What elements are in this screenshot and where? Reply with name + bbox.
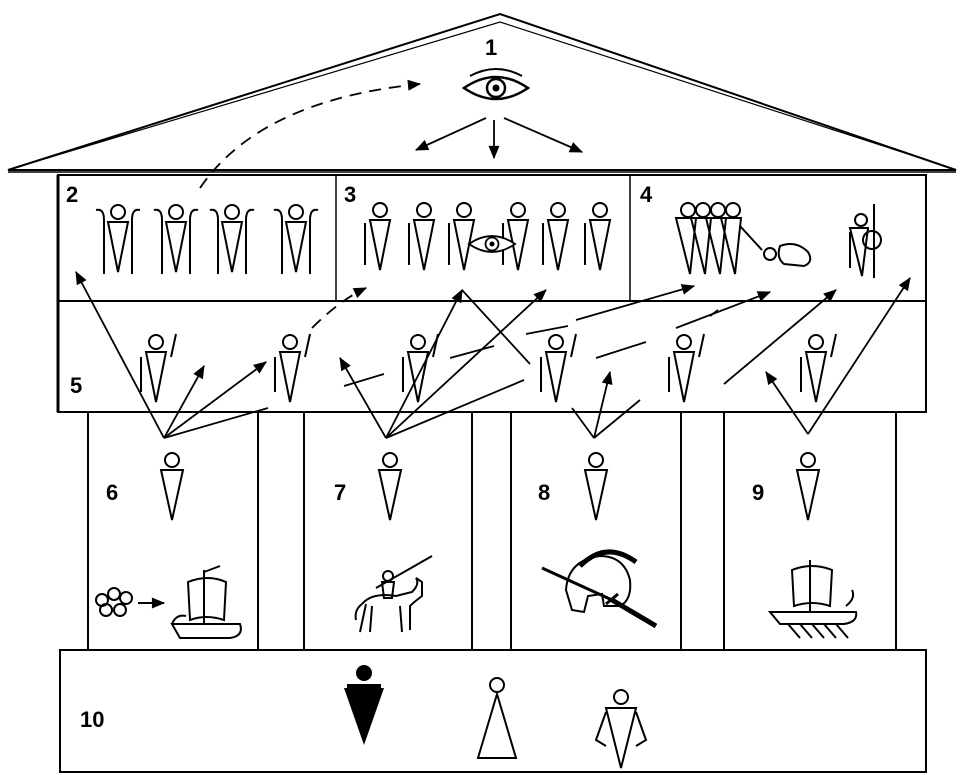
citizen-figure-icon [274,333,311,403]
pediment-roof [7,12,957,173]
citizen-figure-icon [402,333,439,403]
middle-storey [57,300,927,413]
horseman-icon [354,555,433,633]
foreigner-figure-icon [594,689,648,769]
captive-icon [763,243,812,268]
label-6: 6 [106,480,118,505]
citizen-figure-icon [800,333,837,403]
woman-figure-icon [476,677,518,759]
official-figure-icon [584,452,608,521]
council-figure-icon [364,202,391,271]
elder-figure-icon [153,204,199,275]
base-storey [59,649,927,773]
label-8: 8 [538,480,550,505]
label-1: 1 [485,35,497,60]
coins-to-ship-icon [95,565,242,639]
official-figure-icon [378,452,402,521]
elders-group [95,204,319,275]
council-figure-icon [448,202,475,271]
label-7: 7 [334,480,346,505]
small-eye-icon [467,235,517,253]
label-10: 10 [80,707,104,732]
war-galley-icon [767,560,858,639]
eye-down-arrows [414,117,584,160]
influence-arrows [75,79,911,439]
label-3: 3 [344,182,356,207]
council-group [364,202,611,271]
council-figure-icon [408,202,435,271]
magistrates-group [674,202,882,278]
citizen-figure-icon [540,333,577,403]
council-figure-icon [584,202,611,271]
helmet-and-sword-icon [541,549,658,629]
magistrate-group-icon [674,202,763,275]
columns [87,411,897,651]
official-figure-icon [160,452,184,521]
slave-figure-icon [344,665,384,745]
label-2: 2 [66,182,78,207]
citizen-figure-icon [140,333,177,403]
elder-figure-icon [273,204,319,275]
label-5: 5 [70,373,82,398]
council-figure-icon [542,202,569,271]
elder-figure-icon [209,204,255,275]
label-4: 4 [640,182,653,207]
eye-icon [462,67,530,101]
upper-storey [56,174,927,412]
guard-with-shield-icon [848,204,882,278]
council-figure-icon [502,202,529,271]
label-9: 9 [752,480,764,505]
official-figure-icon [796,452,820,521]
elder-figure-icon [95,204,141,275]
citizen-figure-icon [668,333,705,403]
